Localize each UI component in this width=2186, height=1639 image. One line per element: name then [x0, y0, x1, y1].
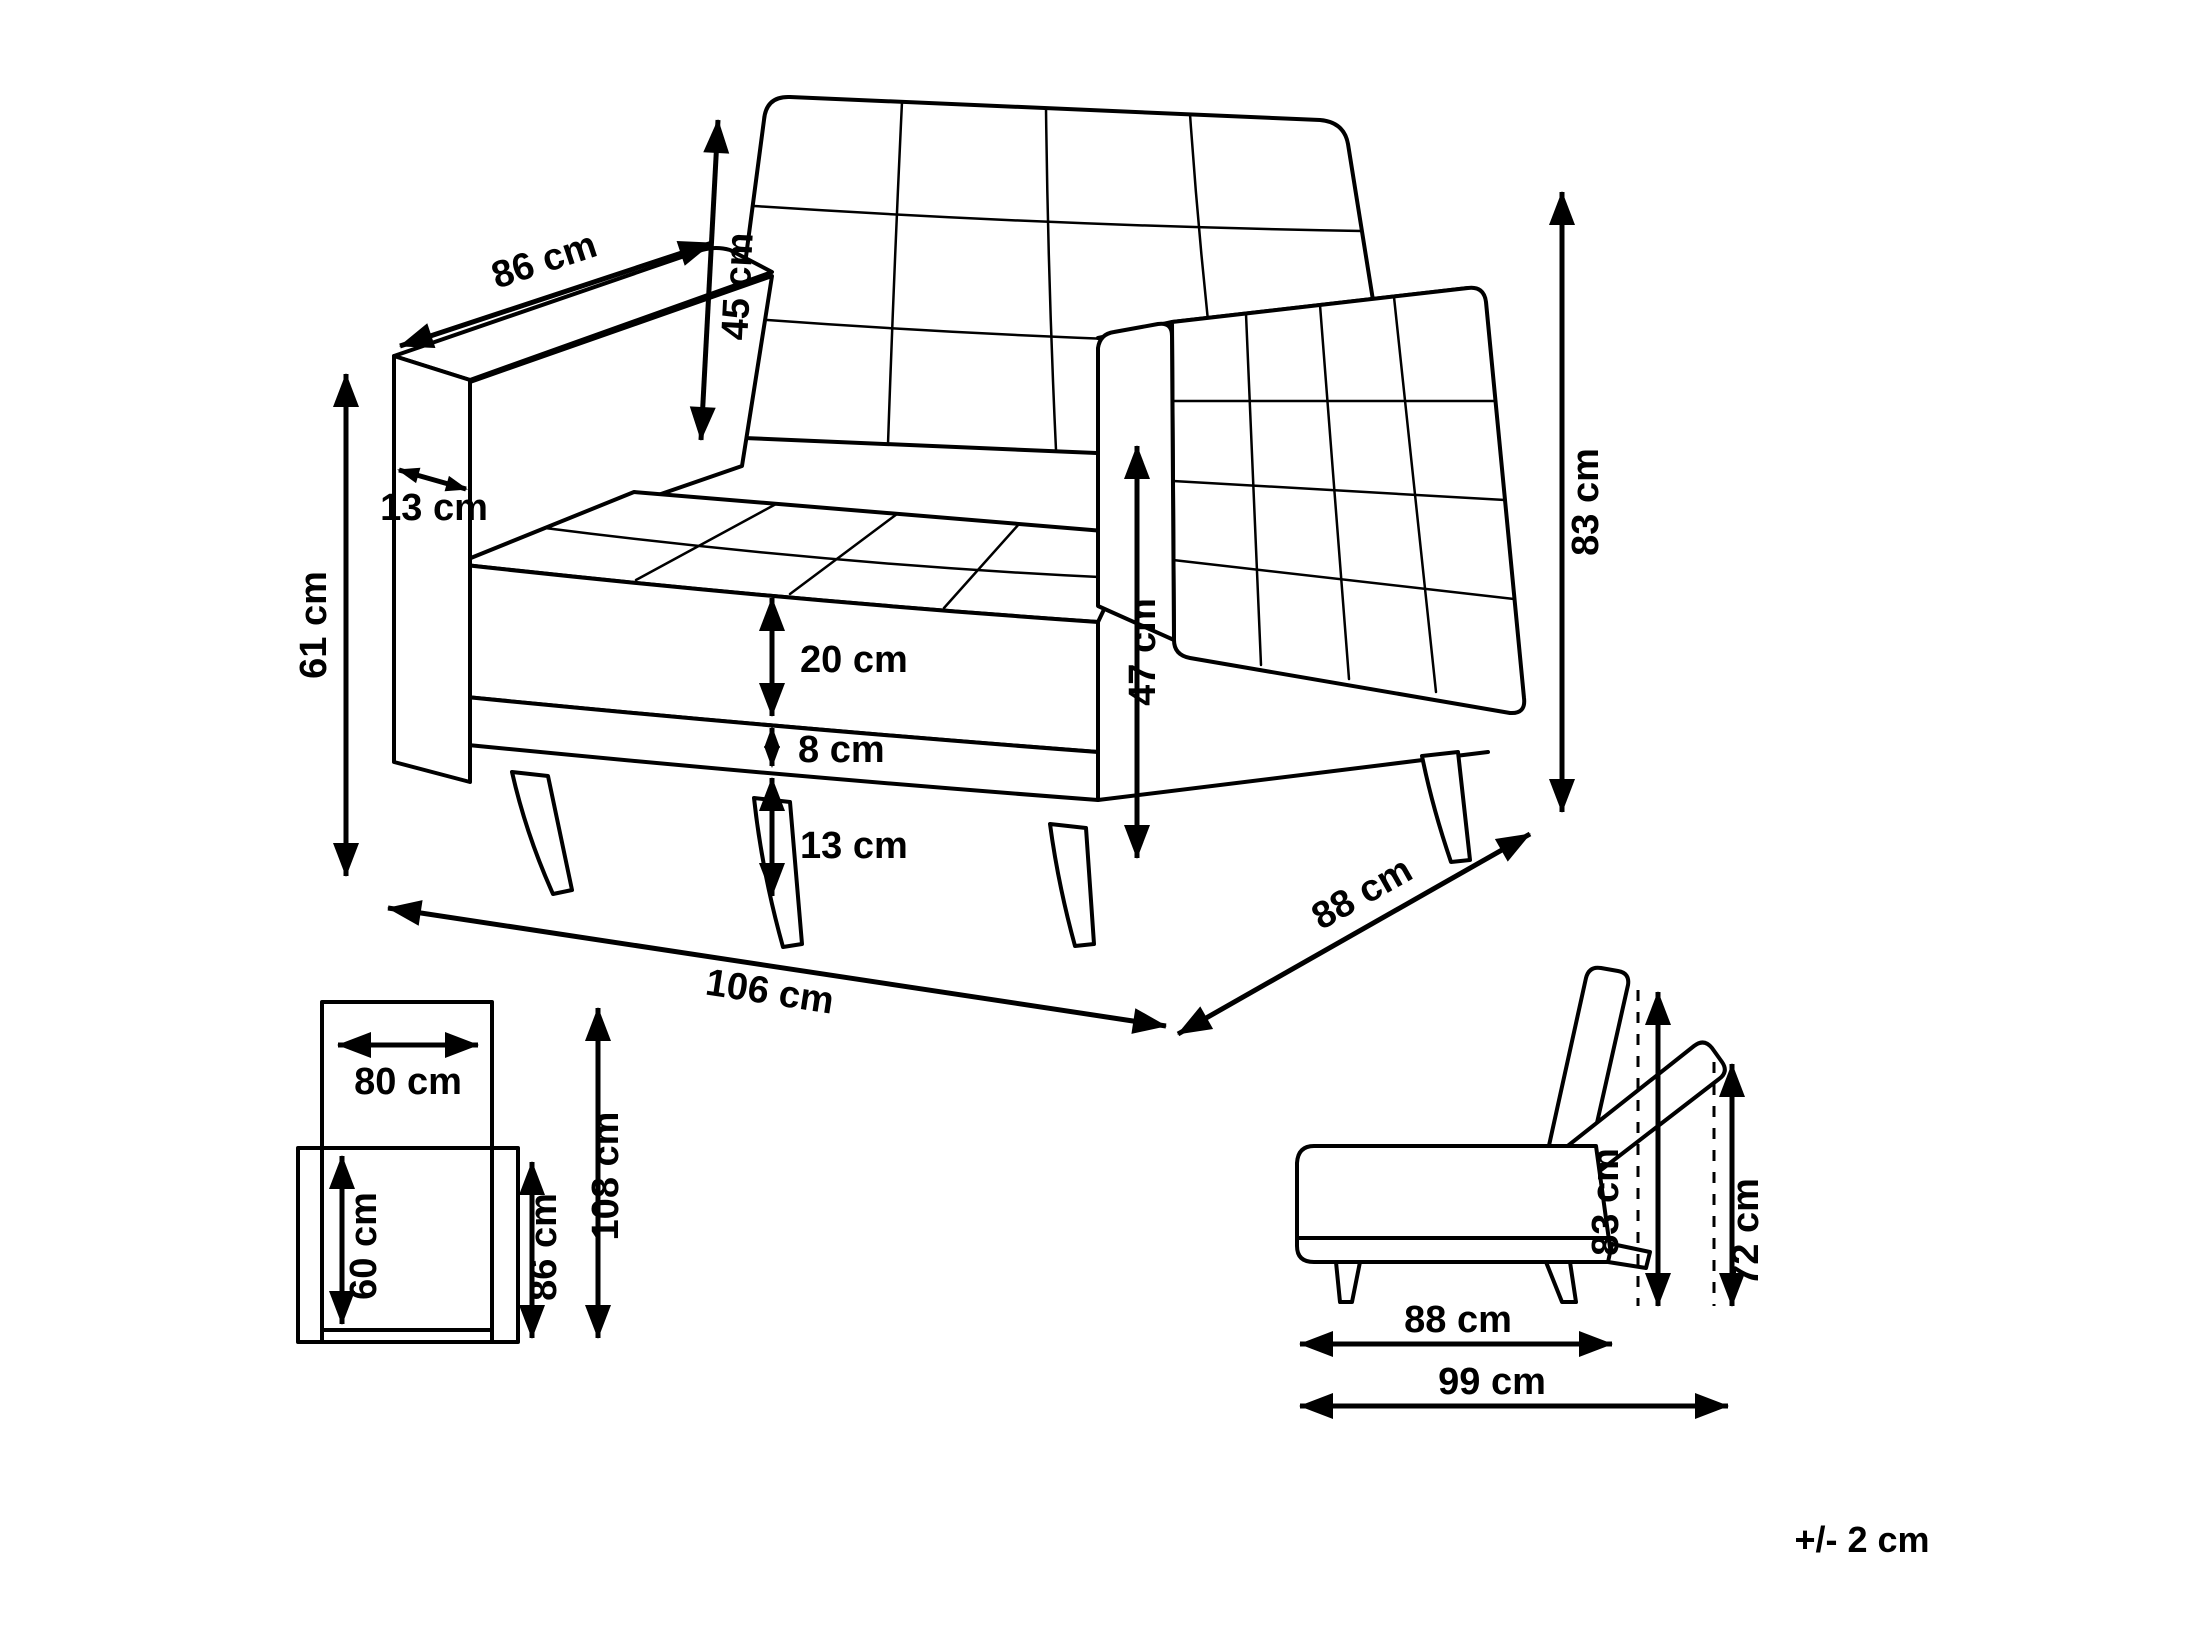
front-schematic-view: 80 cm 60 cm 86 cm 108 cm	[296, 1000, 627, 1344]
dim-label-lower-height: 86 cm	[523, 1193, 565, 1301]
seat-tuft-line	[942, 522, 1021, 610]
front-view-back-outline	[320, 1000, 494, 1150]
side-backrest-upright	[1546, 965, 1631, 1156]
right-armrest-tuft-line	[1171, 479, 1507, 502]
dim-label-backrest-height: 45 cm	[714, 231, 762, 341]
side-back-leg	[1544, 1260, 1578, 1304]
side-front-leg	[1334, 1260, 1362, 1304]
side-recline-view: 83 cm 72 cm 88 cm 99 cm	[1295, 965, 1767, 1419]
dim-arrow-total-depth	[1176, 831, 1532, 1037]
dim-label-frame-height: 8 cm	[798, 729, 885, 771]
back-left-leg	[752, 796, 804, 949]
right-armrest-tuft-line	[1244, 312, 1263, 667]
right-armrest-outer	[1170, 285, 1527, 716]
left-armrest-front	[392, 354, 472, 784]
dim-label-leg-height: 13 cm	[800, 825, 908, 867]
dim-label-seat-height: 47 cm	[1122, 598, 1164, 706]
dim-label-front-total-height: 108 cm	[585, 1112, 627, 1241]
dim-label-back-width: 80 cm	[354, 1061, 462, 1103]
backrest-tuft-line	[1044, 106, 1058, 452]
dim-arrow-arm-width	[397, 467, 468, 492]
side-seat-block	[1295, 1144, 1614, 1264]
seat-tuft-line	[634, 502, 778, 582]
right-armrest-tuft-line	[1171, 558, 1516, 601]
dim-arrow-arm-length	[399, 240, 713, 349]
dim-label-inner-depth: 60 cm	[343, 1192, 385, 1300]
right-armrest-tuft-line	[1318, 303, 1351, 681]
seat-tuft-line	[788, 512, 899, 596]
dim-label-reclined-height: 72 cm	[1725, 1178, 1767, 1286]
dim-label-seat-cushion: 20 cm	[800, 639, 908, 681]
dim-arrow-total-width	[387, 900, 1167, 1034]
front-view-body-outline	[296, 1146, 520, 1344]
tolerance-note: +/- 2 cm	[1794, 1519, 1929, 1560]
dim-label-total-depth: 88 cm	[1305, 849, 1419, 939]
dim-arrow-backrest-height	[689, 119, 730, 441]
backrest-tuft-line	[752, 204, 1364, 233]
dim-label-arm-width: 13 cm	[380, 487, 488, 529]
dim-label-upright-height: 83 cm	[1585, 1148, 1627, 1256]
front-right-leg	[1048, 822, 1096, 948]
seat-tuft-line	[543, 526, 1121, 580]
back-right-leg	[1420, 750, 1472, 864]
main-perspective-view: 86 cm 45 cm 13 cm 61 cm 20 cm 8 cm 13 cm…	[293, 94, 1607, 1037]
dim-label-side-seat-depth: 88 cm	[1404, 1299, 1512, 1341]
dim-label-arm-height: 61 cm	[293, 571, 335, 679]
front-left-leg	[510, 770, 574, 896]
dim-label-total-height: 83 cm	[1565, 448, 1607, 556]
dim-label-side-total-depth: 99 cm	[1438, 1361, 1546, 1403]
backrest-tuft-line	[886, 100, 904, 446]
